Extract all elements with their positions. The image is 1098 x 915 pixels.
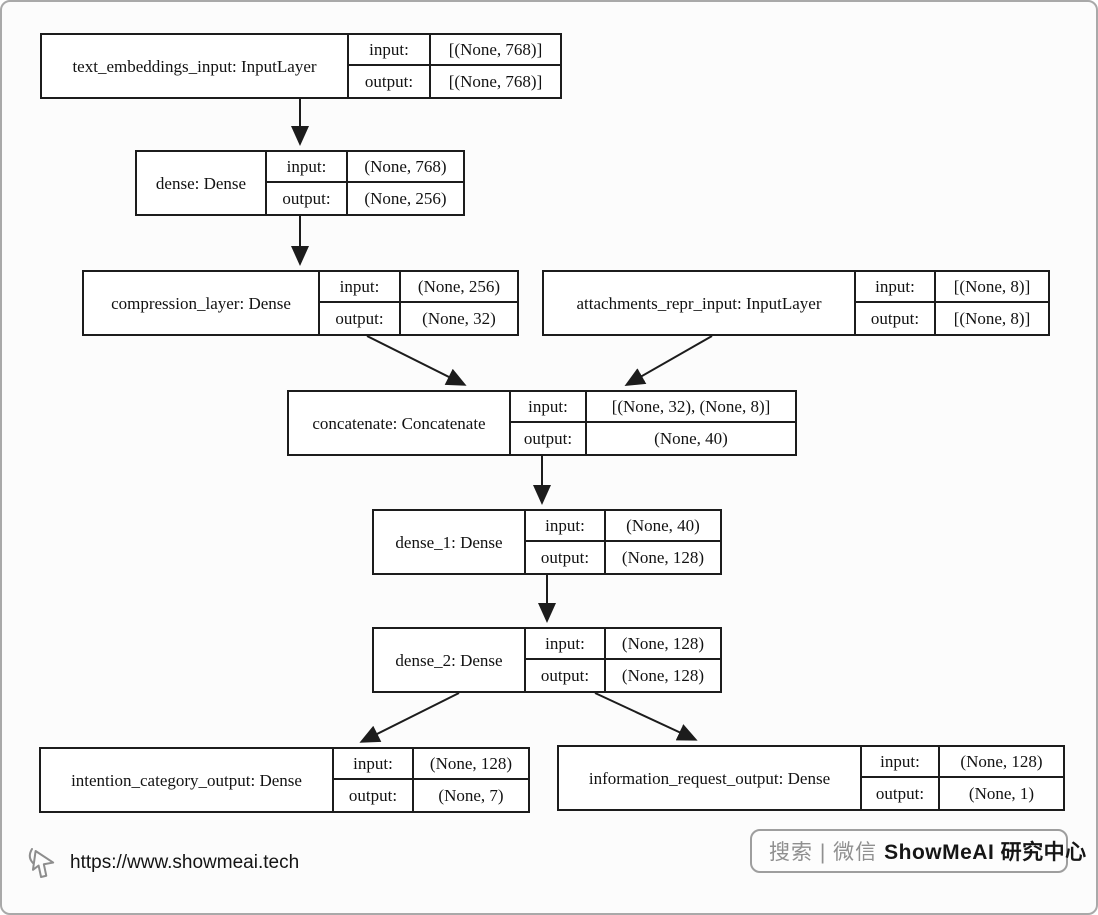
input-label: input: <box>526 511 606 542</box>
showmeai-watermark-badge: 搜索 | 微信 ShowMeAI 研究中心 <box>750 829 1086 873</box>
layer-node-dense-2: dense_2: Dense input: (None, 128) output… <box>372 627 722 693</box>
input-shape: [(None, 8)] <box>936 272 1048 303</box>
layer-node-text-embeddings-input: text_embeddings_input: InputLayer input:… <box>40 33 562 99</box>
input-shape: (None, 40) <box>606 511 720 542</box>
output-label: output: <box>856 303 936 334</box>
output-label: output: <box>511 423 587 454</box>
input-label: input: <box>349 35 431 66</box>
footer-url: https://www.showmeai.tech <box>26 845 299 881</box>
layer-name: dense: Dense <box>137 152 267 214</box>
input-label: input: <box>334 749 414 780</box>
layer-node-information-request-output: information_request_output: Dense input:… <box>557 745 1065 811</box>
input-label: input: <box>511 392 587 423</box>
output-shape: (None, 256) <box>364 189 447 208</box>
watermark-brand-text: ShowMeAI 研究中心 <box>884 841 1087 864</box>
output-label: output: <box>349 66 431 97</box>
layer-name: intention_category_output: Dense <box>41 749 334 811</box>
input-shape: (None, 128) <box>940 747 1063 778</box>
output-shape: (None, 40) <box>654 429 728 448</box>
footer-url-text: https://www.showmeai.tech <box>70 852 300 873</box>
input-shape: (None, 768) <box>348 152 463 183</box>
layer-name: concatenate: Concatenate <box>289 392 511 454</box>
output-label: output: <box>526 660 606 691</box>
input-shape: [(None, 768)] <box>431 35 560 66</box>
output-shape: (None, 128) <box>621 548 705 567</box>
input-label: input: <box>267 152 348 183</box>
input-label: input: <box>862 747 940 778</box>
output-shape: (None, 1) <box>968 784 1035 803</box>
input-shape: (None, 256) <box>401 272 517 303</box>
output-shape: [(None, 768)] <box>448 72 543 91</box>
input-label: input: <box>526 629 606 660</box>
layer-node-concatenate: concatenate: Concatenate input: [(None, … <box>287 390 797 456</box>
output-label: output: <box>320 303 401 334</box>
layer-node-compression-layer: compression_layer: Dense input: (None, 2… <box>82 270 519 336</box>
layer-name: text_embeddings_input: InputLayer <box>42 35 349 97</box>
layer-name: compression_layer: Dense <box>84 272 320 334</box>
output-shape: (None, 128) <box>621 666 705 685</box>
input-label: input: <box>320 272 401 303</box>
output-shape: (None, 32) <box>422 309 496 328</box>
cursor-icon <box>28 848 55 879</box>
layer-node-attachments-repr-input: attachments_repr_input: InputLayer input… <box>542 270 1050 336</box>
input-shape: (None, 128) <box>414 749 528 780</box>
input-shape: (None, 128) <box>606 629 720 660</box>
layer-name: dense_1: Dense <box>374 511 526 573</box>
output-label: output: <box>862 778 940 809</box>
output-shape: (None, 7) <box>438 786 504 805</box>
layer-name: dense_2: Dense <box>374 629 526 691</box>
layer-node-dense-1: dense_1: Dense input: (None, 40) output:… <box>372 509 722 575</box>
output-label: output: <box>267 183 348 214</box>
layer-node-dense: dense: Dense input: (None, 768) output: … <box>135 150 465 216</box>
watermark-search-text: 搜索 | 微信 <box>769 841 878 864</box>
layer-node-intention-category-output: intention_category_output: Dense input: … <box>39 747 530 813</box>
output-label: output: <box>526 542 606 573</box>
input-shape: [(None, 32), (None, 8)] <box>587 392 795 423</box>
layer-name: information_request_output: Dense <box>559 747 862 809</box>
layer-name: attachments_repr_input: InputLayer <box>544 272 856 334</box>
output-label: output: <box>334 780 414 811</box>
input-label: input: <box>856 272 936 303</box>
output-shape: [(None, 8)] <box>953 309 1031 328</box>
